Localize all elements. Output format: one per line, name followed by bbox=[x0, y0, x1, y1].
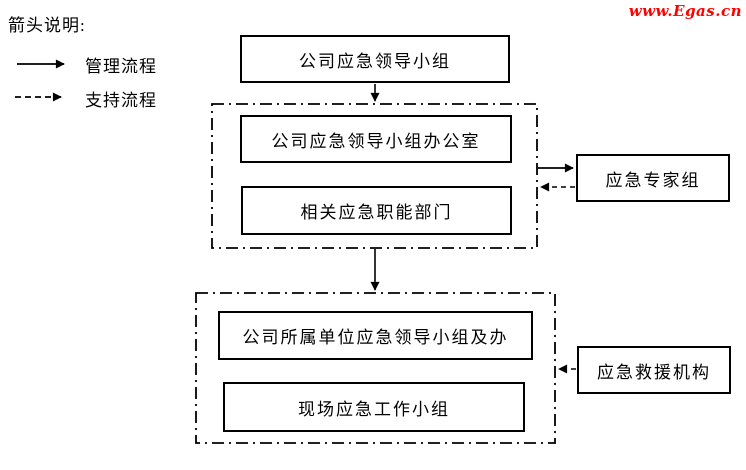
legend-title: 箭头说明: bbox=[8, 16, 86, 35]
legend-item-management-flow: 管理流程 bbox=[85, 57, 157, 76]
hq-cluster-border bbox=[211, 103, 538, 249]
node-emergency-rescue-organization: 应急救援机构 bbox=[577, 346, 731, 394]
node-onsite-emergency-work-team: 现场应急工作小组 bbox=[223, 382, 525, 432]
node-leadership-group-office: 公司应急领导小组办公室 bbox=[240, 115, 512, 163]
legend-item-support-flow: 支持流程 bbox=[85, 91, 157, 110]
node-emergency-expert-group: 应急专家组 bbox=[576, 154, 730, 202]
node-company-emergency-leadership-group: 公司应急领导小组 bbox=[240, 35, 510, 83]
site-watermark: www.Egas.cn bbox=[628, 2, 742, 20]
subsidiary-cluster-border bbox=[195, 292, 556, 444]
node-related-functional-departments: 相关应急职能部门 bbox=[241, 186, 512, 235]
node-subsidiary-unit-leadership-group: 公司所属单位应急领导小组及办 bbox=[218, 311, 533, 360]
